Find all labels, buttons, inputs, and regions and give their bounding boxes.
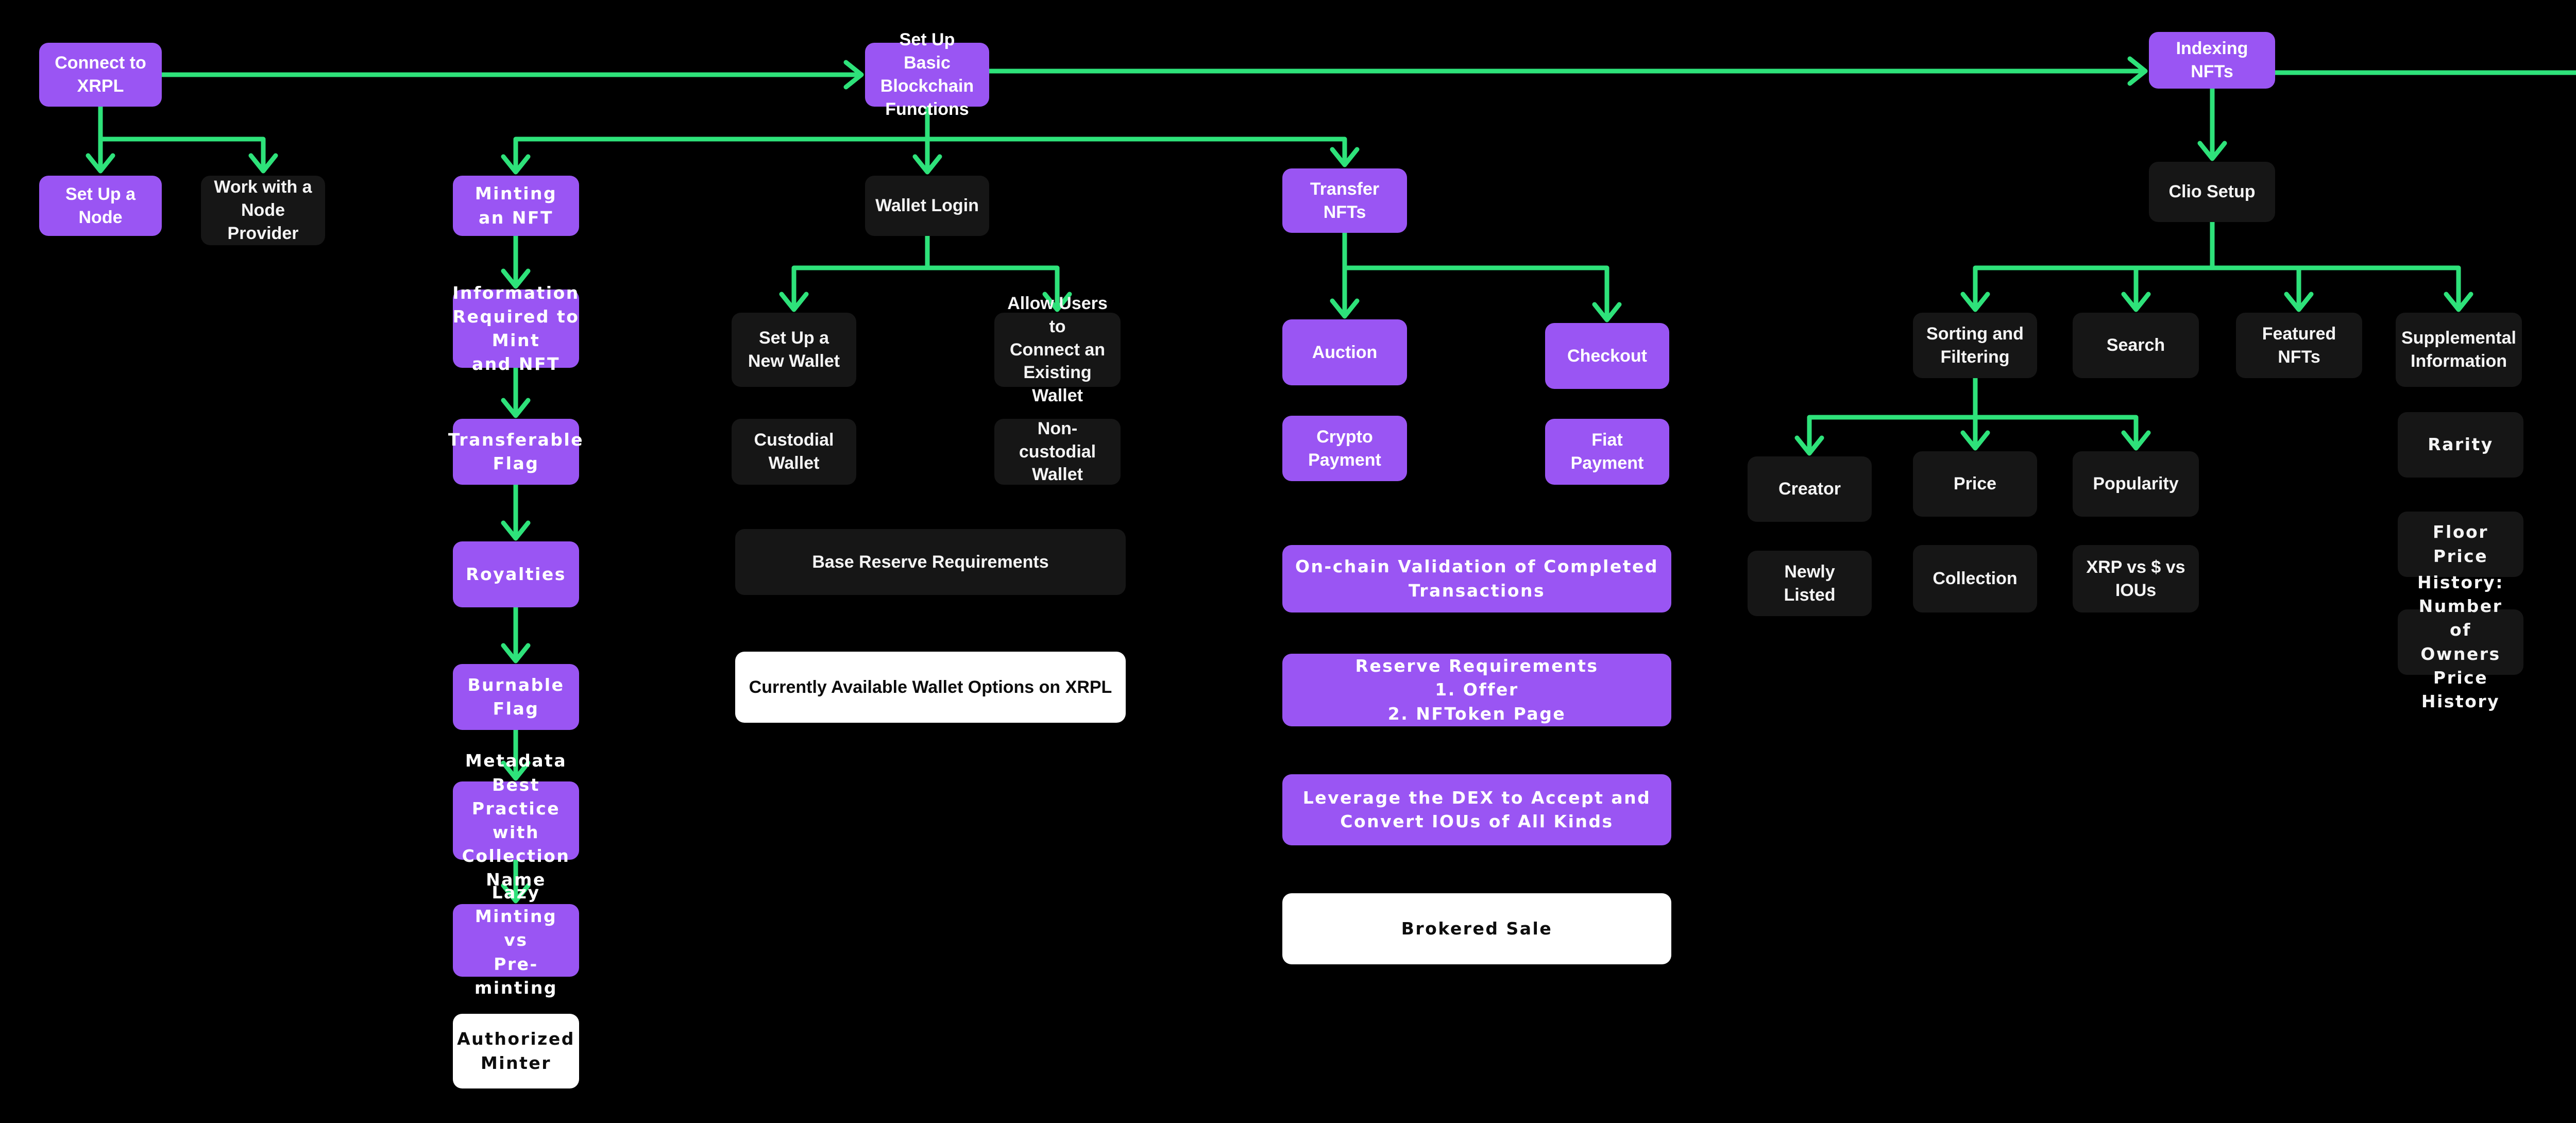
node-minting-an-nft[interactable]: Minting an NFT bbox=[453, 176, 579, 236]
node-label: Newly Listed bbox=[1784, 562, 1836, 605]
node-authorized-minter[interactable]: Authorized Minter bbox=[453, 1014, 579, 1088]
connector-transfer-children bbox=[1330, 230, 1622, 322]
node-work-with-a-node-provider[interactable]: Work with a Node Provider bbox=[201, 176, 325, 245]
node-royalties[interactable]: Royalties bbox=[453, 541, 579, 607]
node-label: Set Up a Node bbox=[65, 184, 136, 227]
node-auction[interactable]: Auction bbox=[1282, 319, 1407, 385]
node-indexing-nfts[interactable]: Indexing NFTs bbox=[2149, 32, 2275, 89]
node-label: Auction bbox=[1312, 342, 1378, 362]
node-label: Information Required to Mint and NFT bbox=[452, 282, 580, 375]
node-label: Royalties bbox=[466, 564, 566, 584]
node-lazy-minting-vs-pre-minting[interactable]: Lazy Minting vs Pre-minting bbox=[453, 882, 579, 998]
node-creator[interactable]: Creator bbox=[1748, 456, 1872, 522]
node-label: Leverage the DEX to Accept and Convert I… bbox=[1302, 787, 1651, 831]
node-transfer-nfts[interactable]: Transfer NFTs bbox=[1282, 168, 1407, 233]
node-label: Connect to XRPL bbox=[55, 53, 146, 96]
node-featured-nfts[interactable]: Featured NFTs bbox=[2236, 313, 2362, 378]
node-label: Currently Available Wallet Options on XR… bbox=[749, 677, 1112, 697]
connector-indexing-to-clio bbox=[2197, 86, 2227, 161]
node-label: Minting an NFT bbox=[474, 183, 557, 228]
node-transferable-flag[interactable]: Transferable Flag bbox=[448, 419, 583, 485]
node-set-up-a-new-wallet[interactable]: Set Up a New Wallet bbox=[732, 313, 856, 387]
node-label: Reserve Requirements 1. Offer 2. NFToken… bbox=[1355, 656, 1599, 724]
node-label: Non-custodial Wallet bbox=[1019, 418, 1096, 485]
node-custodial-wallet[interactable]: Custodial Wallet bbox=[732, 419, 856, 485]
node-label: Wallet Login bbox=[875, 196, 979, 216]
connector-setup-basic-to-indexing bbox=[987, 56, 2148, 86]
node-price[interactable]: Price bbox=[1913, 451, 2037, 517]
node-label: Sorting and Filtering bbox=[1926, 324, 2024, 367]
node-allow-users-to-connect-existing-wallet[interactable]: Allow Users to Connect an Existing Walle… bbox=[994, 294, 1121, 405]
node-rarity[interactable]: Rarity bbox=[2398, 412, 2523, 478]
node-label: Set Up a New Wallet bbox=[748, 328, 840, 371]
node-onchain-validation[interactable]: On-chain Validation of Completed Transac… bbox=[1282, 545, 1671, 612]
node-label: Transferable Flag bbox=[448, 429, 584, 473]
node-label: Custodial Wallet bbox=[754, 430, 834, 473]
node-base-reserve-requirements[interactable]: Base Reserve Requirements bbox=[735, 529, 1126, 595]
connector-connect-to-setup-basic bbox=[159, 60, 864, 90]
node-label: Work with a Node Provider bbox=[214, 177, 312, 243]
node-metadata-best-practice[interactable]: Metadata Best Practice with Collection N… bbox=[453, 751, 579, 890]
node-information-required-to-mint[interactable]: Information Required to Mint and NFT bbox=[452, 283, 579, 374]
node-set-up-a-node[interactable]: Set Up a Node bbox=[39, 176, 162, 236]
node-label: Floor Price bbox=[2433, 522, 2488, 566]
node-label: Indexing NFTs bbox=[2176, 39, 2248, 81]
node-wallet-login[interactable]: Wallet Login bbox=[865, 176, 989, 236]
node-xrp-vs-dollar-vs-ious[interactable]: XRP vs $ vs IOUs bbox=[2073, 545, 2199, 612]
node-label: Metadata Best Practice with Collection N… bbox=[462, 751, 570, 890]
node-reserve-requirements[interactable]: Reserve Requirements 1. Offer 2. NFToken… bbox=[1282, 654, 1671, 726]
node-popularity[interactable]: Popularity bbox=[2073, 451, 2199, 517]
node-search[interactable]: Search bbox=[2073, 313, 2199, 378]
node-label: Supplemental Information bbox=[2401, 328, 2516, 371]
node-label: Burnable Flag bbox=[467, 674, 565, 719]
node-label: Collection bbox=[1933, 569, 2018, 589]
node-label: Set Up Basic Blockchain Functions bbox=[880, 30, 974, 119]
node-floor-price[interactable]: Floor Price bbox=[2398, 512, 2523, 577]
node-label: Price bbox=[1953, 474, 1997, 494]
node-crypto-payment[interactable]: Crypto Payment bbox=[1282, 416, 1407, 481]
node-label: Rarity bbox=[2428, 434, 2494, 455]
node-label: On-chain Validation of Completed Transac… bbox=[1295, 556, 1658, 601]
node-fiat-payment[interactable]: Fiat Payment bbox=[1545, 419, 1669, 485]
node-label: XRP vs $ vs IOUs bbox=[2086, 557, 2185, 600]
node-connect-to-xrpl[interactable]: Connect to XRPL bbox=[39, 43, 162, 107]
node-label: Search bbox=[2106, 335, 2165, 355]
node-newly-listed[interactable]: Newly Listed bbox=[1748, 551, 1872, 616]
node-sorting-and-filtering[interactable]: Sorting and Filtering bbox=[1913, 313, 2037, 378]
node-brokered-sale[interactable]: Brokered Sale bbox=[1282, 893, 1671, 964]
node-collection[interactable]: Collection bbox=[1913, 545, 2037, 612]
node-label: Checkout bbox=[1567, 346, 1647, 366]
node-label: History: Number of Owners Price History bbox=[2417, 572, 2504, 711]
node-label: Fiat Payment bbox=[1570, 430, 1644, 473]
node-leverage-the-dex[interactable]: Leverage the DEX to Accept and Convert I… bbox=[1282, 774, 1671, 845]
node-label: Authorized Minter bbox=[457, 1029, 575, 1073]
connector-sorting-children bbox=[1794, 376, 2151, 456]
node-label: Clio Setup bbox=[2168, 182, 2256, 202]
node-label: Transfer NFTs bbox=[1310, 179, 1380, 222]
node-supplemental-information[interactable]: Supplemental Information bbox=[2396, 313, 2522, 387]
node-label: Featured NFTs bbox=[2262, 324, 2336, 367]
node-history[interactable]: History: Number of Owners Price History bbox=[2398, 572, 2523, 711]
node-label: Lazy Minting vs Pre-minting bbox=[474, 882, 557, 998]
connector-clio-children bbox=[1960, 219, 2473, 312]
node-set-up-basic-blockchain-functions[interactable]: Set Up Basic Blockchain Functions bbox=[865, 30, 989, 119]
node-label: Creator bbox=[1778, 479, 1841, 499]
node-currently-available-wallet-options[interactable]: Currently Available Wallet Options on XR… bbox=[735, 652, 1126, 723]
node-label: Allow Users to Connect an Existing Walle… bbox=[1007, 293, 1108, 406]
node-checkout[interactable]: Checkout bbox=[1545, 323, 1669, 389]
node-label: Popularity bbox=[2093, 474, 2179, 494]
connector-indexing-to-caching bbox=[2273, 70, 2576, 75]
node-clio-setup[interactable]: Clio Setup bbox=[2149, 162, 2275, 222]
node-non-custodial-wallet[interactable]: Non-custodial Wallet bbox=[994, 419, 1121, 485]
node-label: Brokered Sale bbox=[1401, 918, 1553, 939]
node-label: Base Reserve Requirements bbox=[812, 552, 1049, 572]
connector-connect-children bbox=[86, 104, 278, 174]
node-label: Crypto Payment bbox=[1308, 427, 1381, 470]
node-burnable-flag[interactable]: Burnable Flag bbox=[453, 664, 579, 730]
